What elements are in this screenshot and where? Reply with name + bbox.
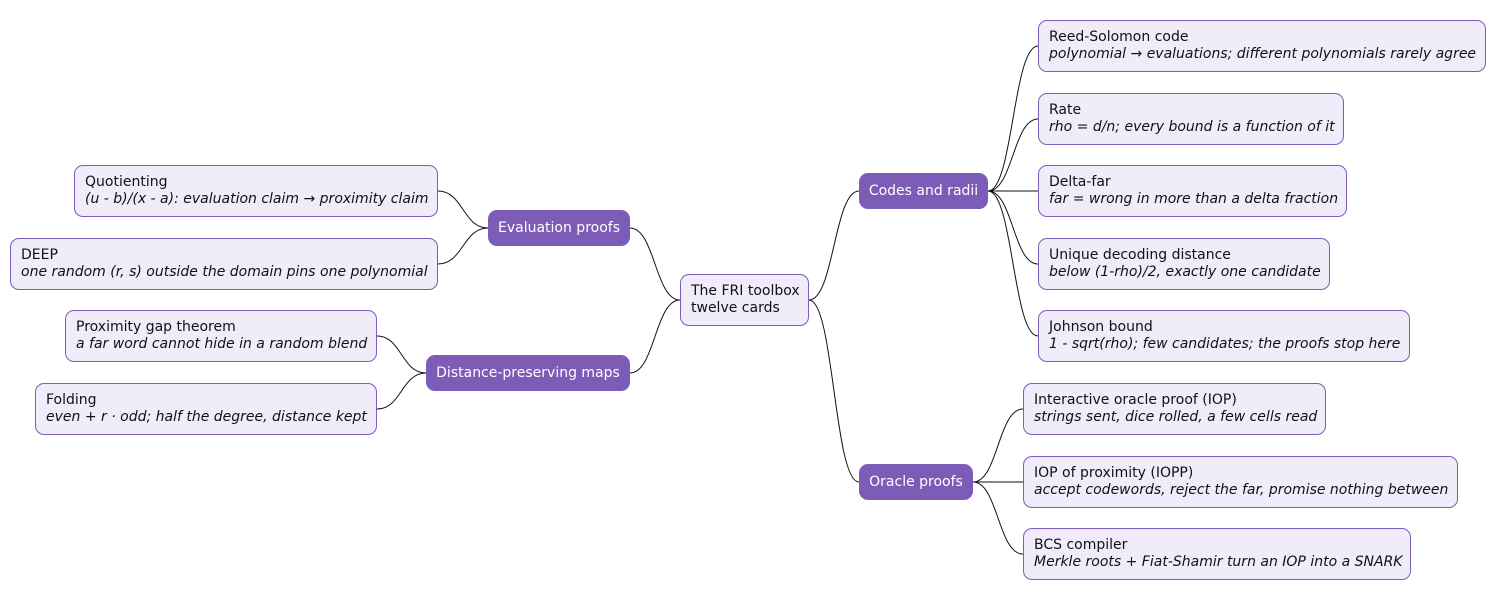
card-description: one random (r, s) outside the domain pin… bbox=[21, 263, 428, 280]
connector-line bbox=[437, 227, 489, 265]
card-reed-solomon-code: Reed-Solomon code polynomial → evaluatio… bbox=[1038, 20, 1486, 72]
connector-line bbox=[629, 299, 681, 374]
card-title: BCS compiler bbox=[1034, 537, 1128, 553]
card-title: Quotienting bbox=[85, 174, 168, 190]
connector-line bbox=[437, 190, 489, 229]
card-description: a far word cannot hide in a random blend bbox=[76, 335, 368, 352]
card-description: (u - b)/(x - a): evaluation claim → prox… bbox=[85, 190, 429, 207]
card-description: Merkle roots + Fiat-Shamir turn an IOP i… bbox=[1034, 553, 1403, 570]
card-delta-far: Delta-far far = wrong in more than a del… bbox=[1038, 165, 1347, 217]
branch-evaluation-proofs: Evaluation proofs bbox=[488, 210, 630, 246]
card-proximity-gap-theorem: Proximity gap theorem a far word cannot … bbox=[65, 310, 377, 362]
connector-line bbox=[376, 335, 427, 374]
card-unique-decoding-distance: Unique decoding distance below (1-rho)/2… bbox=[1038, 238, 1330, 290]
root-title: The FRI toolbox bbox=[691, 283, 800, 299]
branch-codes-and-radii: Codes and radii bbox=[859, 173, 988, 209]
connector-line bbox=[376, 372, 427, 410]
connector-line bbox=[808, 190, 860, 301]
card-rate: Rate rho = d/n; every bound is a functio… bbox=[1038, 93, 1344, 145]
card-description: below (1-rho)/2, exactly one candidate bbox=[1049, 263, 1321, 280]
card-description: rho = d/n; every bound is a function of … bbox=[1049, 118, 1335, 135]
card-description: strings sent, dice rolled, a few cells r… bbox=[1034, 408, 1318, 425]
card-title: Interactive oracle proof (IOP) bbox=[1034, 392, 1237, 408]
connector-line bbox=[629, 227, 681, 301]
card-iop-of-proximity: IOP of proximity (IOPP) accept codewords… bbox=[1023, 456, 1458, 508]
card-description: accept codewords, reject the far, promis… bbox=[1034, 481, 1449, 498]
card-description: polynomial → evaluations; different poly… bbox=[1049, 45, 1477, 62]
card-description: far = wrong in more than a delta fractio… bbox=[1049, 190, 1339, 207]
connector-line bbox=[987, 190, 1039, 265]
connector-line bbox=[987, 45, 1039, 192]
branch-oracle-proofs: Oracle proofs bbox=[859, 464, 973, 500]
branch-distance-preserving-maps: Distance-preserving maps bbox=[426, 355, 630, 391]
card-title: Rate bbox=[1049, 102, 1082, 118]
card-quotienting: Quotienting (u - b)/(x - a): evaluation … bbox=[74, 165, 438, 217]
connector-line bbox=[808, 299, 860, 483]
card-title: Unique decoding distance bbox=[1049, 247, 1231, 263]
card-title: Folding bbox=[46, 392, 97, 408]
card-title: IOP of proximity (IOPP) bbox=[1034, 465, 1194, 481]
card-interactive-oracle-proof: Interactive oracle proof (IOP) strings s… bbox=[1023, 383, 1326, 435]
card-title: Proximity gap theorem bbox=[76, 319, 236, 335]
connector-line bbox=[972, 481, 1024, 555]
card-description: even + r · odd; half the degree, distanc… bbox=[46, 408, 367, 425]
card-title: Johnson bound bbox=[1049, 319, 1153, 335]
card-johnson-bound: Johnson bound 1 - sqrt(rho); few candida… bbox=[1038, 310, 1410, 362]
card-title: Delta-far bbox=[1049, 174, 1111, 190]
card-description: 1 - sqrt(rho); few candidates; the proof… bbox=[1049, 335, 1401, 352]
card-title: Reed-Solomon code bbox=[1049, 29, 1189, 45]
connector-line bbox=[972, 408, 1024, 483]
card-title: DEEP bbox=[21, 247, 58, 263]
card-bcs-compiler: BCS compiler Merkle roots + Fiat-Shamir … bbox=[1023, 528, 1411, 580]
card-deep: DEEP one random (r, s) outside the domai… bbox=[10, 238, 438, 290]
root-card: The FRI toolbox twelve cards bbox=[680, 274, 809, 326]
root-subtitle: twelve cards bbox=[691, 299, 780, 316]
connector-line bbox=[987, 190, 1039, 337]
connector-line bbox=[987, 118, 1039, 192]
card-folding: Folding even + r · odd; half the degree,… bbox=[35, 383, 377, 435]
